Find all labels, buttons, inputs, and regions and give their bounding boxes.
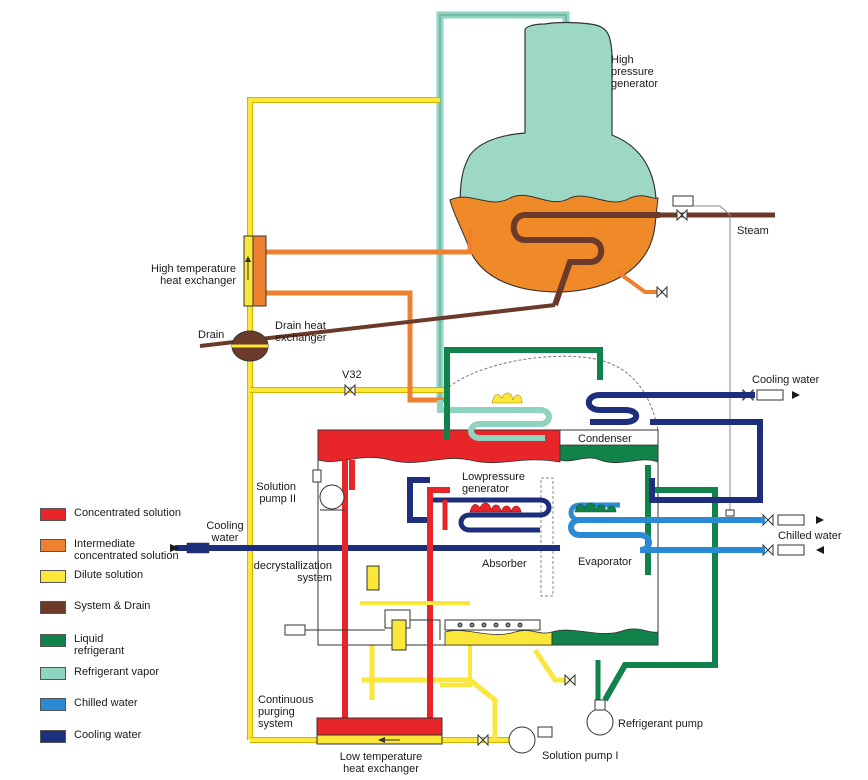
evaporator-label: Evaporator (578, 556, 632, 568)
cooling-water-lines (175, 419, 763, 554)
high-pressure-generator (449, 21, 662, 306)
low-temp-hx-label: Low temperature heat exchanger (339, 751, 423, 775)
refrigerant-pump-label: Refrigerant pump (618, 718, 703, 730)
burner-flames-top (491, 392, 523, 404)
chilled-water-label: Chilled water (778, 530, 842, 542)
lowpressure-generator-coil (437, 400, 552, 441)
steam-control-valve (672, 195, 735, 517)
legend-item-cooling-water: Cooling water (40, 725, 215, 749)
legend-swatch (40, 634, 66, 647)
legend-swatch (40, 570, 66, 583)
solution-pump-ii (312, 469, 345, 511)
legend-swatch (40, 539, 66, 552)
drain-hx-label: Drain heat exchanger (275, 320, 327, 344)
solution-pump-ii-label: Solution pump II (256, 481, 296, 505)
lowpressure-generator-label: Lowpressure generator (462, 471, 525, 495)
absorber-label: Absorber (482, 558, 527, 570)
condenser-label: Condenser (578, 433, 632, 445)
condenser-coil (585, 392, 755, 425)
legend-item-chilled-water: Chilled water (40, 693, 215, 717)
legend-label: Liquid refrigerant (74, 633, 125, 657)
legend-swatch (40, 508, 66, 521)
legend-label: Concentrated solution (74, 507, 182, 519)
legend-label: Chilled water (74, 697, 138, 709)
legend-label: Cooling water (74, 729, 142, 741)
cooling-water-out-label: Cooling water (752, 374, 820, 386)
legend-item-dilute-solution: Dilute solution (40, 565, 215, 589)
cooling-water-in-label: Cooling water (206, 520, 244, 544)
high-temp-hx-label: High temperature heat exchanger (151, 263, 236, 287)
water-connections (756, 389, 805, 556)
legend-label: Dilute solution (74, 569, 144, 581)
high-pressure-generator-label: High pressure generator (611, 54, 659, 90)
burner-flames-absorber (469, 502, 522, 513)
drain-label: Drain (198, 329, 225, 341)
liquid-refrigerant-lines (444, 347, 718, 720)
v32-label: V32 (342, 369, 362, 381)
legend-item-concentrated-solution: Concentrated solution (40, 503, 215, 527)
steam-label: Steam (737, 225, 769, 237)
legend-item-system-drain: System & Drain (40, 596, 215, 620)
legend-label: Refrigerant vapor (74, 666, 159, 678)
burner-flames-evaporator (574, 502, 617, 513)
legend-item-intermediate-solution: Intermediate concentrated solution (40, 534, 215, 562)
decrystallization-label: decrystallization system (253, 560, 332, 584)
legend-item-liquid-refrigerant: Liquid refrigerant (40, 629, 215, 657)
legend-label: System & Drain (74, 600, 151, 612)
low-temp-heat-exchanger (316, 717, 443, 745)
legend-label: Intermediate concentrated solution (74, 538, 179, 562)
legend-swatch (40, 601, 66, 614)
drain-heat-exchanger (231, 330, 269, 362)
solution-pump-i-label: Solution pump I (542, 750, 619, 762)
flow-arrows (170, 391, 824, 554)
refrigerant-pump (586, 699, 614, 736)
solution-pump-i (508, 726, 553, 754)
purging-equipment (284, 565, 541, 651)
continuous-purging-label: Continuous purging system (258, 694, 314, 730)
concentrated-solution-lines (342, 460, 450, 735)
legend-swatch (40, 667, 66, 680)
legend-item-refrigerant-vapor: Refrigerant vapor (40, 662, 215, 686)
legend-swatch (40, 730, 66, 743)
legend-swatch (40, 698, 66, 711)
high-temp-heat-exchanger (243, 235, 267, 307)
